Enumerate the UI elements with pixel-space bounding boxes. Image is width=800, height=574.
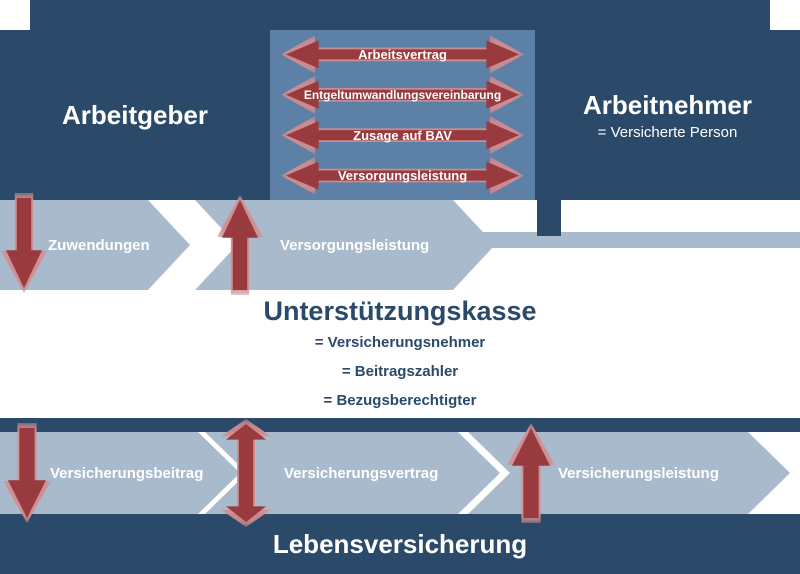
fund-band: Unterstützungskasse = Versicherungsnehme… xyxy=(0,290,800,418)
arrow-body xyxy=(512,428,550,518)
down-arrow-icon xyxy=(3,423,51,523)
flow-label-versorgungsleistung: Versorgungsleistung xyxy=(280,236,430,254)
contract-label: Zusage auf BAV xyxy=(353,127,452,143)
flow-label-versicherungsvertrag: Versicherungsvertrag xyxy=(284,464,439,482)
arrow-body xyxy=(6,198,42,288)
insurer-band: Lebensversicherung xyxy=(0,514,800,574)
fund-role: = Beitragszahler xyxy=(341,362,459,380)
fund-title: Unterstützungskasse xyxy=(263,295,537,326)
contract-label: Arbeitsvertrag xyxy=(358,46,447,62)
double-arrow-icon xyxy=(281,156,524,195)
up-arrow-icon xyxy=(507,423,555,523)
up-arrow-icon xyxy=(217,195,263,295)
connector-strip xyxy=(430,232,800,248)
contract-row: Zusage auf BAV xyxy=(281,116,524,155)
employee-subtitle: = Versicherte Person xyxy=(597,123,738,141)
contract-label: Versorgungsleistung xyxy=(337,168,468,184)
flow-label-versicherungsleistung: Versicherungsleistung xyxy=(558,464,719,482)
contract-row: Entgeltumwandlungsvereinbarung xyxy=(281,75,524,114)
contract-row: Arbeitsvertrag xyxy=(281,35,524,74)
flow-label-zuwendungen: Zuwendungen xyxy=(48,236,150,254)
employee-title: Arbeitnehmer xyxy=(582,89,753,120)
employee-connector xyxy=(537,200,561,236)
double-vertical-arrow-icon xyxy=(221,419,271,527)
top-band xyxy=(30,0,770,30)
double-arrow-icon xyxy=(281,75,524,114)
contract-label: Entgeltumwandlungsvereinbarung xyxy=(303,87,502,102)
fund-role: = Versicherungsnehmer xyxy=(314,333,486,351)
contract-row: Versorgungsleistung xyxy=(281,156,524,195)
insurer-title: Lebensversicherung xyxy=(272,528,528,559)
double-arrow-icon xyxy=(281,35,524,74)
arrow-body xyxy=(226,424,266,522)
flow-label-versicherungsbeitrag: Versicherungsbeitrag xyxy=(50,464,204,482)
down-arrow-icon xyxy=(1,193,47,293)
fund-role: = Bezugsberechtigter xyxy=(323,391,477,409)
double-arrow-icon xyxy=(281,116,524,155)
employer-title: Arbeitgeber xyxy=(62,99,208,130)
arrow-body xyxy=(222,200,258,290)
divider-band xyxy=(0,418,800,432)
employer-box: Arbeitgeber xyxy=(0,30,270,200)
contract-panel: Arbeitsvertrag Entgeltumwandlungsvereinb… xyxy=(270,30,535,200)
arrow-body xyxy=(8,428,46,518)
versicherungsbeitrag-banner xyxy=(0,432,240,514)
employee-box: Arbeitnehmer = Versicherte Person xyxy=(535,30,800,200)
